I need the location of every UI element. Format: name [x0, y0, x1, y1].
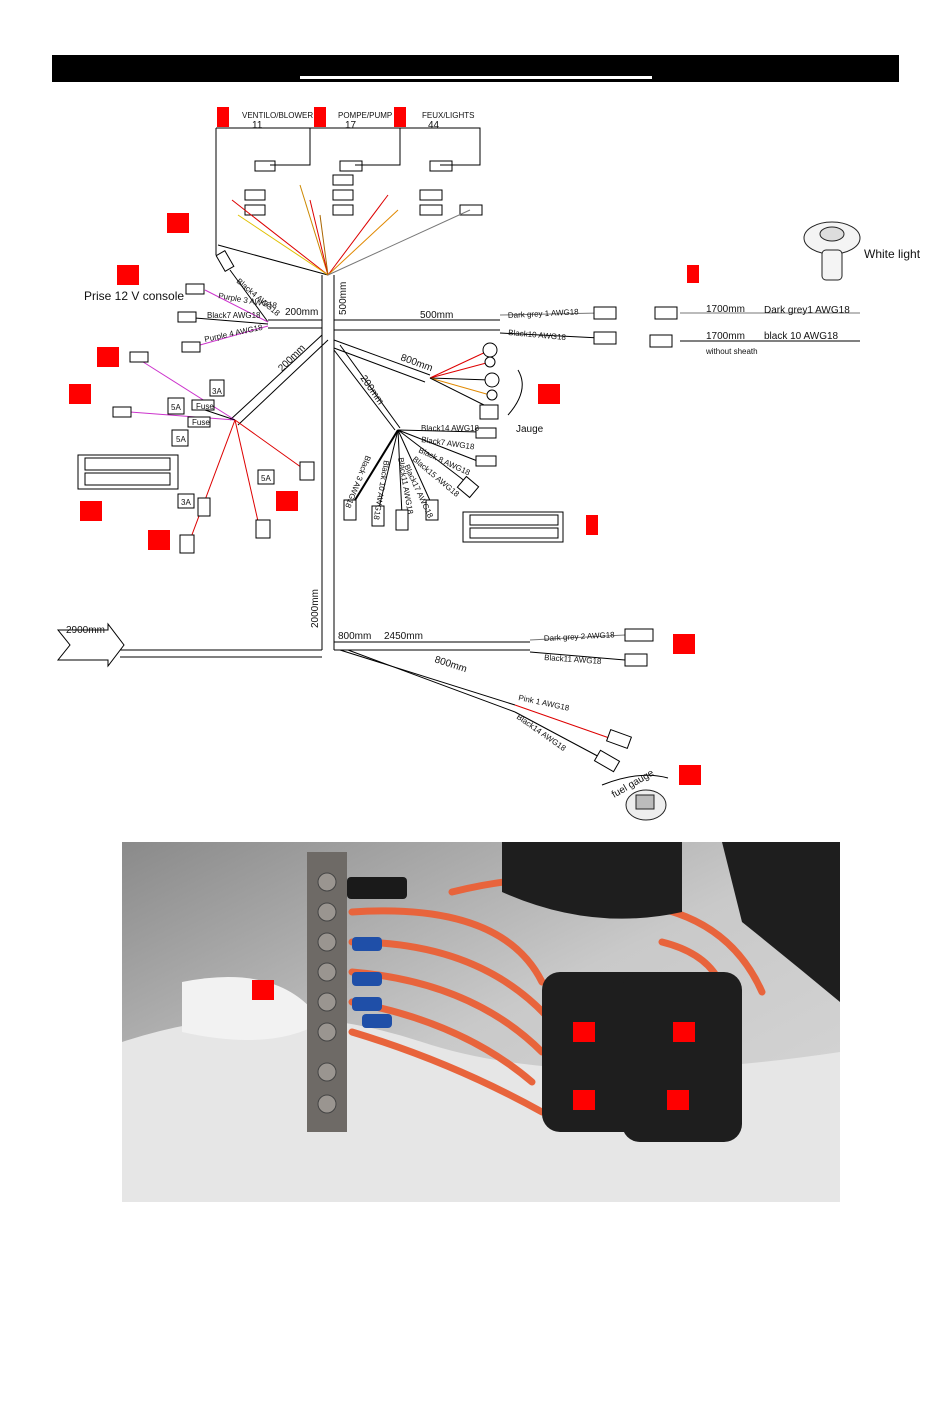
wiring-diagram: VENTILO/BLOWER 11 POMPE/PUMP 17 FEUX/LIG…: [56, 107, 921, 821]
wire-black11b: Black11 AWG18: [544, 653, 602, 666]
marker: [69, 384, 91, 404]
white-light-icon: [803, 221, 861, 281]
length-1700-a: 1700mm: [706, 304, 745, 315]
dashboard-connectors: [343, 306, 678, 773]
length-500: 500mm: [420, 310, 453, 321]
marker: [148, 530, 170, 550]
photo-markers: [252, 980, 695, 1110]
fuse-label: Fuse: [196, 402, 214, 411]
top-connectors: [215, 127, 483, 255]
harness-photo: [122, 842, 840, 1202]
marker: [167, 213, 189, 233]
marker: [573, 1022, 595, 1042]
fuse-amp-label: 5A: [171, 403, 181, 412]
marker: [538, 384, 560, 404]
wire-black3: Black 3 AWG18: [343, 454, 372, 510]
fuse-amp-label: 5A: [176, 435, 186, 444]
white-light-label: White light: [864, 247, 921, 261]
marker: [314, 107, 326, 127]
length-2000: 2000mm: [310, 589, 321, 628]
wire-pink1: Pink 1 AWG18: [518, 693, 571, 713]
lights-number: 44: [428, 120, 440, 131]
length-2450: 2450mm: [384, 631, 423, 642]
pump-label: POMPE/PUMP: [338, 111, 392, 120]
blower-label: VENTILO/BLOWER: [242, 111, 313, 120]
fuse-amp-label: 3A: [181, 498, 191, 507]
length-arrow-2900: [56, 622, 125, 668]
dashboard-wires: [351, 312, 860, 761]
marker: [673, 634, 695, 654]
marker: [80, 501, 102, 521]
fuse-amp-label: 3A: [212, 387, 222, 396]
length-1700-b: 1700mm: [706, 331, 745, 342]
marker: [217, 107, 229, 127]
wire-black10-small: Black10 AWG18: [508, 328, 567, 342]
red-markers: [69, 107, 701, 785]
wire-purple4: Purple 4 AWG18: [204, 323, 264, 344]
marker: [573, 1090, 595, 1110]
main-trunks: [120, 275, 530, 713]
terminal-block-right: [462, 511, 564, 543]
fuel-gauge-arc: [601, 774, 669, 786]
length-500-vertical: 500mm: [338, 282, 349, 315]
length-200-dash: 200mm: [358, 373, 386, 407]
marker: [687, 265, 699, 283]
terminal-block-left: [77, 454, 179, 490]
fuse-amp-label: 5A: [261, 474, 271, 483]
wire-black10: black 10 AWG18: [764, 331, 839, 342]
length-800-fuel: 800mm: [433, 654, 468, 675]
length-800-jauge: 800mm: [399, 352, 434, 374]
length-200-fuse: 200mm: [276, 343, 307, 374]
marker: [252, 980, 274, 1000]
wire-black14: Black14 AWG18: [421, 424, 480, 433]
console-wires: [129, 269, 306, 541]
length-200: 200mm: [285, 307, 318, 318]
marker: [673, 1022, 695, 1042]
marker: [394, 107, 406, 127]
blower-number: 11: [252, 120, 263, 131]
wire-dark-grey1: Dark grey1 AWG18: [764, 305, 850, 316]
marker: [667, 1090, 689, 1110]
wire-dark-grey1-small: Dark grey 1 AWG18: [508, 307, 580, 320]
console-connectors: [112, 250, 315, 554]
marker: [586, 515, 598, 535]
lights-label: FEUX/LIGHTS: [422, 111, 474, 120]
header-underline: [300, 76, 652, 79]
marker: [97, 347, 119, 367]
fuse-label: Fuse: [192, 418, 210, 427]
top-fan-wires: [217, 184, 471, 276]
wire-black14b: Black14 AWG18: [515, 712, 568, 753]
prise-console-label: Prise 12 V console: [84, 289, 184, 303]
pump-number: 17: [345, 120, 357, 131]
marker: [117, 265, 139, 285]
length-800-lower: 800mm: [338, 631, 371, 642]
fuel-gauge-icon: [625, 789, 667, 821]
marker: [679, 765, 701, 785]
wire-black7: Black7 AWG18: [207, 311, 261, 320]
wire-dark-grey2: Dark grey 2 AWG18: [544, 630, 616, 643]
without-sheath-label: without sheath: [705, 347, 758, 356]
marker: [276, 491, 298, 511]
jauge-arc: [507, 369, 523, 416]
jauge-label: Jauge: [516, 424, 544, 435]
length-2900: 2900mm: [66, 625, 105, 636]
